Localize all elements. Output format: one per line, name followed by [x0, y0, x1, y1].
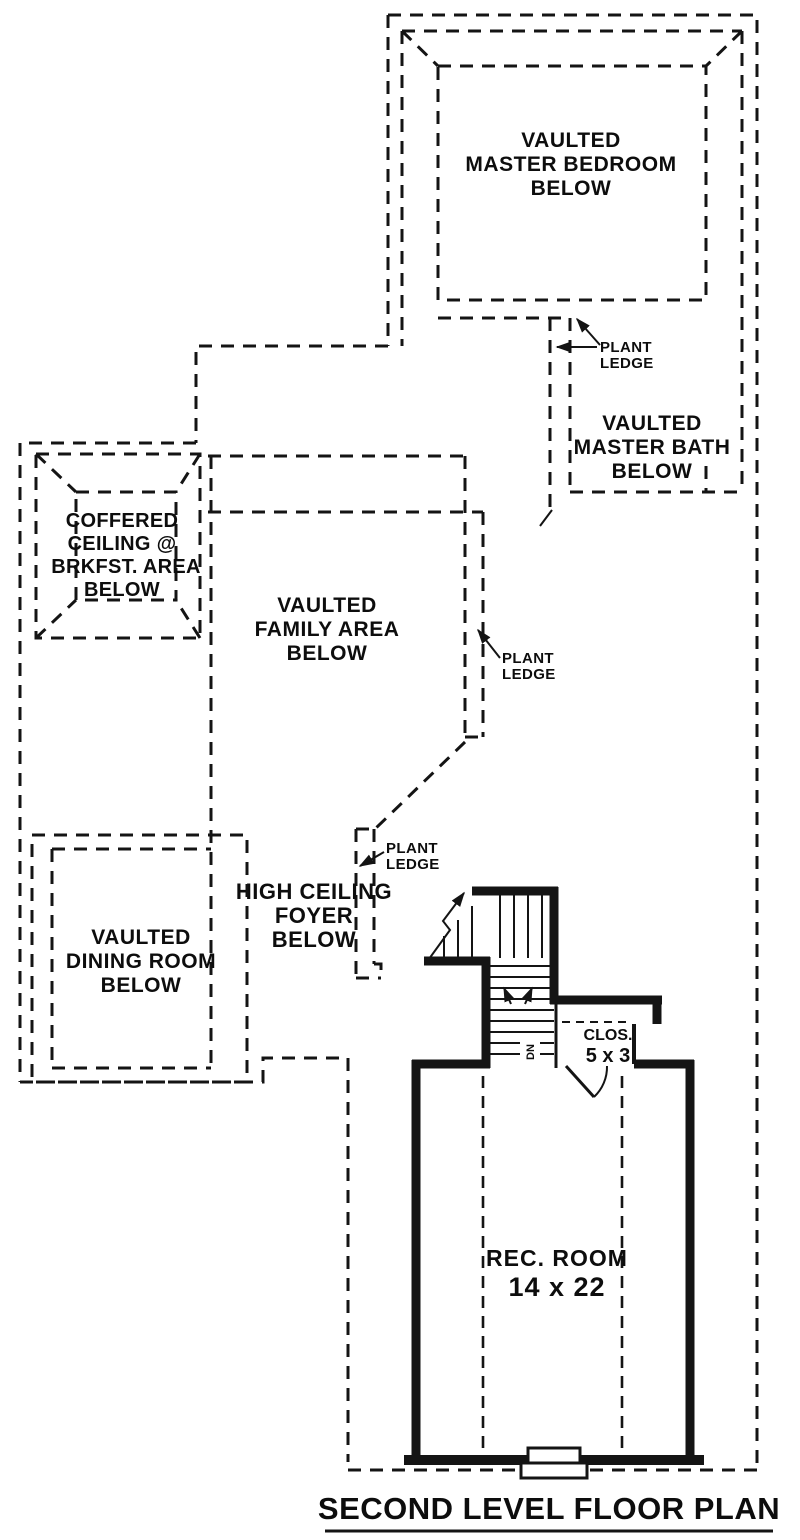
plant-ledge-2-line1: PLANT: [502, 650, 554, 667]
dining-label-line3: BELOW: [101, 974, 182, 997]
foyer-label-line1: HIGH CEILING: [236, 879, 392, 904]
rec-room-size-label: 14 x 22: [508, 1272, 605, 1302]
plant-ledge-2-line2: LEDGE: [502, 666, 556, 683]
plan-title: SECOND LEVEL FLOOR PLAN: [318, 1491, 780, 1526]
closet: CLOS. 5 x 3: [550, 995, 694, 1099]
master-bath-outline: [539, 318, 742, 527]
foyer-label: HIGH CEILING FOYER BELOW: [236, 879, 392, 952]
plan-title-block: SECOND LEVEL FLOOR PLAN: [318, 1491, 780, 1533]
coffered-label-line1: COFFERED: [66, 510, 178, 532]
family-label-line3: BELOW: [287, 642, 368, 665]
dining-room-label: VAULTED DINING ROOM BELOW: [66, 926, 216, 997]
family-area-label: VAULTED FAMILY AREA BELOW: [255, 594, 400, 665]
master-bath-label: VAULTED MASTER BATH BELOW: [574, 412, 731, 483]
coffered-ceiling-label: COFFERED CEILING @ BRKFST. AREA BELOW: [51, 510, 201, 601]
dining-label-line2: DINING ROOM: [66, 950, 216, 973]
rec-room-label: REC. ROOM: [486, 1245, 628, 1271]
master-bath-label-line2: MASTER BATH: [574, 436, 731, 459]
coffered-ceiling-outline: [34, 452, 202, 640]
coffered-label-line2: CEILING @: [68, 533, 177, 555]
closet-label: CLOS.: [584, 1027, 633, 1044]
foyer-label-line3: BELOW: [272, 927, 356, 952]
master-bath-label-line1: VAULTED: [602, 412, 702, 435]
closet-size-label: 5 x 3: [586, 1045, 630, 1067]
rec-room-window: [526, 1446, 582, 1465]
coffered-label-line4: BELOW: [84, 579, 160, 601]
master-bedroom-label-line3: BELOW: [531, 177, 612, 200]
master-bedroom-label-line2: MASTER BEDROOM: [465, 153, 676, 176]
plant-ledge-1-line2: LEDGE: [600, 355, 654, 372]
plant-ledge-callout-3: PLANT LEDGE: [358, 840, 440, 873]
plant-ledge-callout-1: PLANT LEDGE: [555, 317, 654, 372]
stair-direction-arrow: [521, 986, 533, 1005]
plant-ledge-1-line1: PLANT: [600, 339, 652, 356]
dining-label-line1: VAULTED: [91, 926, 191, 949]
foyer-label-line2: FOYER: [275, 903, 353, 928]
plant-ledge-3-line1: PLANT: [386, 840, 438, 857]
staircase: DN: [412, 886, 559, 1069]
master-bedroom-label-line1: VAULTED: [521, 129, 621, 152]
master-bedroom-outline: [400, 29, 744, 492]
plant-ledge-3-line2: LEDGE: [386, 856, 440, 873]
coffered-label-line3: BRKFST. AREA: [51, 556, 201, 578]
master-bedroom-label: VAULTED MASTER BEDROOM BELOW: [465, 129, 676, 200]
rec-room-window-sill: [519, 1461, 589, 1480]
closet-door-swing: [593, 1065, 609, 1098]
plan-outline: [18, 13, 759, 1472]
stairs-dn-label: DN: [525, 1044, 537, 1060]
family-label-line1: VAULTED: [277, 594, 377, 617]
closet-door-leaf: [564, 1064, 596, 1099]
dining-room-outline: [30, 833, 249, 1084]
stair-break-line-arrow: [428, 891, 465, 960]
family-area-outline: [208, 454, 485, 1068]
foyer-plant-ledge-strip: [354, 827, 383, 980]
stair-direction-arrow: [503, 986, 515, 1005]
rec-room: REC. ROOM 14 x 22: [404, 1060, 704, 1480]
family-label-line2: FAMILY AREA: [255, 618, 400, 641]
master-bath-label-line3: BELOW: [612, 460, 693, 483]
plant-ledge-callout-2: PLANT LEDGE: [477, 628, 556, 683]
